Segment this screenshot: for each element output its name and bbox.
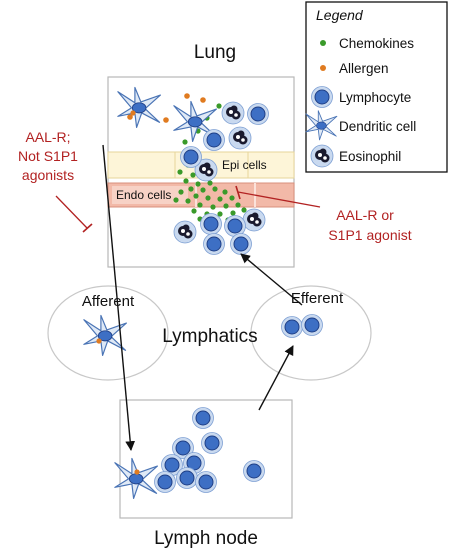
legend-item-eosinophil: Eosinophil xyxy=(339,149,401,164)
lymphocyte-icon xyxy=(203,233,225,255)
lymphocyte-icon xyxy=(311,86,333,108)
annotation-right: AAL-R or S1P1 agonist xyxy=(328,207,411,243)
lymphatics-label: Lymphatics xyxy=(162,326,257,347)
lymphatics-section: Afferent Efferent Lymphatics xyxy=(47,285,372,381)
lymphocyte-icon xyxy=(203,129,225,151)
legend-item-chemokines: Chemokines xyxy=(339,36,414,51)
chemokine-dot-icon xyxy=(320,40,326,46)
epi-cells-label: Epi cells xyxy=(222,158,267,172)
efferent-vessel xyxy=(250,285,372,381)
lung-section: Lung Epi cells Endo cells xyxy=(107,42,321,268)
legend-item-allergen: Allergen xyxy=(339,61,389,76)
legend-title: Legend xyxy=(316,7,364,23)
legend: Legend Chemokines Allergen Lymphocyte De… xyxy=(305,1,448,173)
inhibition-line-left xyxy=(55,195,88,229)
lymph-node-section: Lymph node xyxy=(114,399,293,549)
lymphocyte-icon xyxy=(200,213,222,235)
annotation-left: AAL-R; Not S1P1 agonists xyxy=(18,129,93,233)
allergen-dot-icon xyxy=(320,65,326,71)
afferent-label: Afferent xyxy=(82,293,135,310)
arrow-efferent-to-lung xyxy=(240,253,303,306)
eosinophil-icon xyxy=(242,208,266,232)
migration-arrows xyxy=(102,144,303,451)
legend-box xyxy=(305,1,448,173)
lymphocyte-icon xyxy=(154,471,176,493)
annotation-right-line-2: S1P1 agonist xyxy=(328,227,411,243)
lymphocyte-icon xyxy=(180,146,202,168)
lymphocyte-icon xyxy=(195,471,217,493)
eosinophil-icon xyxy=(310,144,334,168)
annotation-right-line-1: AAL-R or xyxy=(336,207,394,223)
allergen-particles xyxy=(127,93,206,123)
arrow-node-to-efferent xyxy=(258,345,294,411)
lymphocyte-icon xyxy=(281,316,303,338)
inhibition-line-right xyxy=(237,191,321,208)
afferent-vessel xyxy=(47,285,169,381)
lymphocyte-icon xyxy=(230,233,252,255)
annotation-left-line-3: agonists xyxy=(22,167,74,183)
lung-title: Lung xyxy=(194,42,236,63)
lymphocyte-icon xyxy=(243,460,265,482)
arrow-lung-to-node xyxy=(102,144,136,451)
eosinophil-icon xyxy=(228,126,252,150)
lymphocyte-icon xyxy=(201,432,223,454)
lymphocyte-icon xyxy=(301,314,323,336)
annotation-left-line-1: AAL-R; xyxy=(25,129,70,145)
legend-item-dendritic-cell: Dendritic cell xyxy=(339,119,416,134)
lymph-node-title: Lymph node xyxy=(154,528,258,549)
eosinophil-icon xyxy=(173,220,197,244)
lymphocyte-icon xyxy=(192,407,214,429)
lymphocyte-icon xyxy=(176,467,198,489)
eosinophil-icon xyxy=(221,101,245,125)
endo-cells-label: Endo cells xyxy=(116,188,171,202)
annotation-left-line-2: Not S1P1 xyxy=(18,148,78,164)
legend-item-lymphocyte: Lymphocyte xyxy=(339,90,411,105)
efferent-label: Efferent xyxy=(291,290,344,307)
lymphocyte-icon xyxy=(247,103,269,125)
